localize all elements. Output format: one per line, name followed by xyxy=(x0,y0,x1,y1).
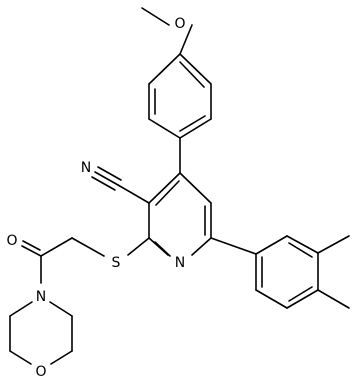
svg-text:O: O xyxy=(35,364,46,380)
svg-text:N: N xyxy=(81,160,91,176)
methoxyphenyl-ring xyxy=(148,53,212,139)
svg-text:O: O xyxy=(6,233,17,249)
pyridine-ring xyxy=(148,172,212,257)
nitrile-group xyxy=(91,166,150,204)
svg-text:S: S xyxy=(112,255,121,271)
thioether-amide-chain xyxy=(21,237,150,284)
morpholine-ring xyxy=(9,301,73,365)
methoxy-group xyxy=(141,7,193,55)
atom-o-morpholine: O xyxy=(32,362,50,380)
svg-text:N: N xyxy=(175,255,185,271)
dimethylphenyl-ring xyxy=(210,235,350,309)
svg-text:N: N xyxy=(36,289,46,305)
svg-text:O: O xyxy=(174,16,185,32)
atom-n-morpholine: N xyxy=(32,287,50,305)
atom-o-carbonyl: O xyxy=(3,231,21,249)
atom-o-methoxy: O xyxy=(171,14,189,32)
atom-n-nitrile: N xyxy=(77,158,95,176)
atom-n-pyridine: N xyxy=(171,253,189,271)
atom-s-thioether: S xyxy=(107,253,125,271)
